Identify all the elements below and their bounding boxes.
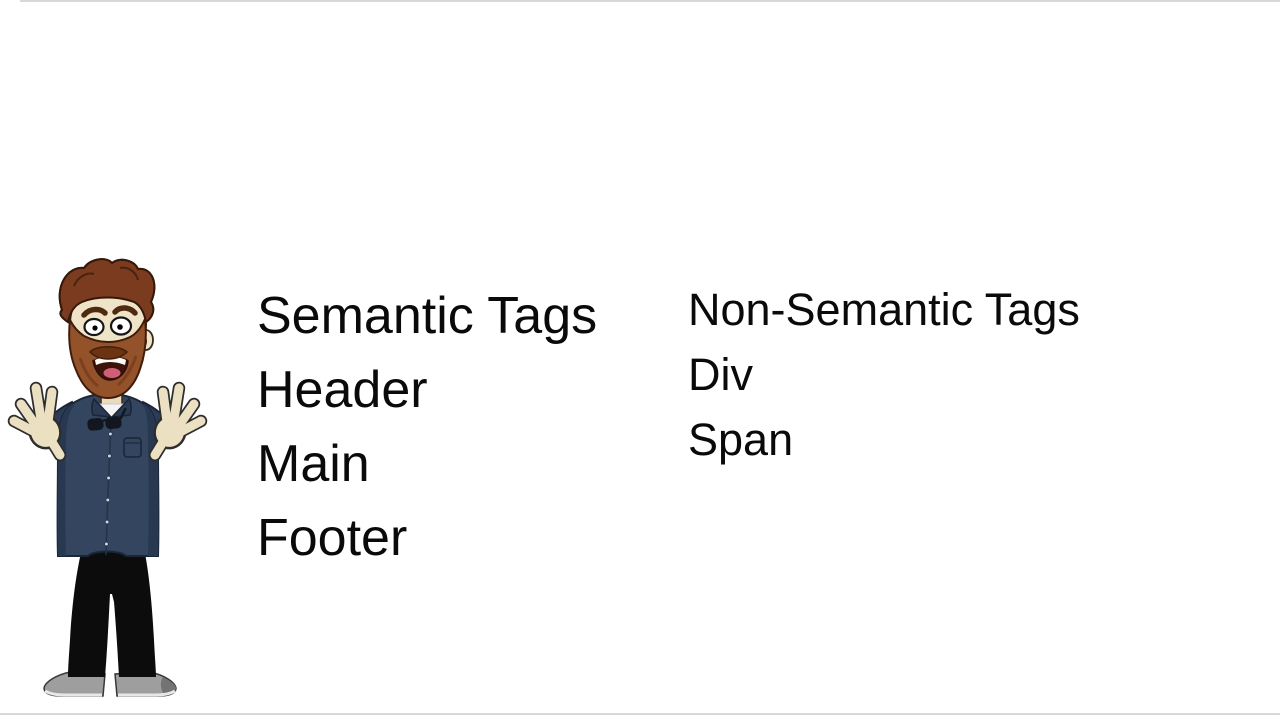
eyebrow-left: [81, 306, 108, 318]
cartoon-presenter-illustration: [0, 258, 215, 703]
sunglasses: [87, 407, 127, 431]
semantic-tags-title: Semantic Tags: [257, 287, 598, 345]
bottom-frame-line: [0, 713, 1280, 715]
tongue: [103, 368, 121, 378]
semantic-tag-item: Main: [257, 435, 370, 493]
head: [58, 258, 156, 400]
non-semantic-tags-title: Non-Semantic Tags: [688, 284, 1080, 335]
semantic-tag-item: Footer: [257, 509, 408, 567]
top-frame-line: [20, 0, 1280, 2]
hand-left: [7, 381, 67, 462]
semantic-tag-item: Header: [257, 361, 428, 419]
non-semantic-tag-item: Span: [688, 414, 794, 465]
non-semantic-tag-item: Div: [688, 349, 753, 400]
mustache: [88, 346, 129, 360]
semantic-tags-column: Semantic Tags Header Main Footer: [257, 279, 597, 575]
eyebrow-right: [112, 305, 138, 316]
cartoon-presenter-svg: [7, 258, 208, 697]
non-semantic-tags-column: Non-Semantic Tags Div Span: [688, 277, 1080, 472]
shoes: [43, 671, 177, 697]
pants: [68, 548, 156, 677]
hand-right: [148, 381, 208, 462]
chest-pocket: [123, 437, 142, 458]
